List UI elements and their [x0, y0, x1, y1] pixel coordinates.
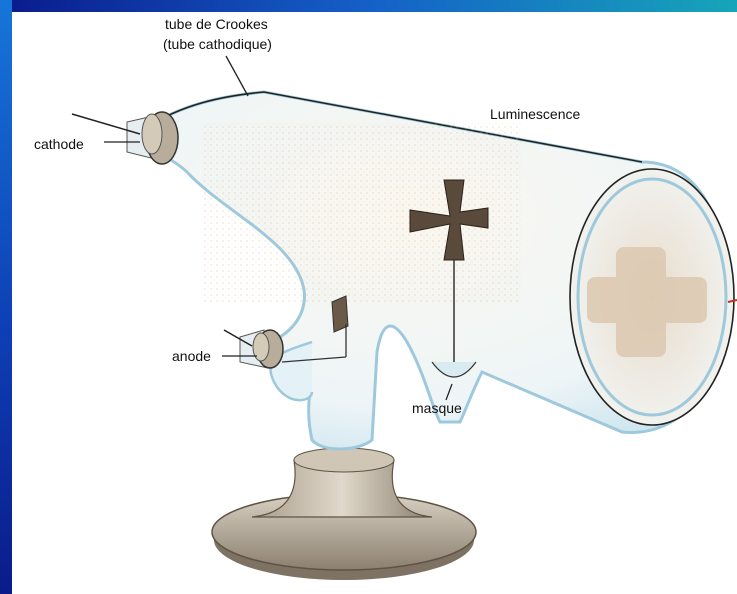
label-cathode: cathode	[34, 136, 84, 152]
label-anode: anode	[172, 348, 211, 364]
cathode-electrode	[72, 112, 178, 164]
label-tube-line1: tube de Crookes	[165, 16, 268, 32]
top-border	[0, 0, 737, 12]
pedestal	[212, 448, 476, 580]
crookes-tube-illustration	[12, 12, 737, 594]
fluorescent-screen	[570, 169, 734, 425]
left-border	[0, 0, 12, 594]
anode-electrode	[224, 330, 283, 368]
diagram-area: tube de Crookes (tube cathodique) Lumine…	[12, 12, 737, 594]
label-tube-line2: (tube cathodique)	[163, 36, 272, 52]
label-masque: masque	[412, 400, 462, 416]
label-luminescence: Luminescence	[490, 106, 580, 122]
leader-tube	[226, 56, 248, 96]
